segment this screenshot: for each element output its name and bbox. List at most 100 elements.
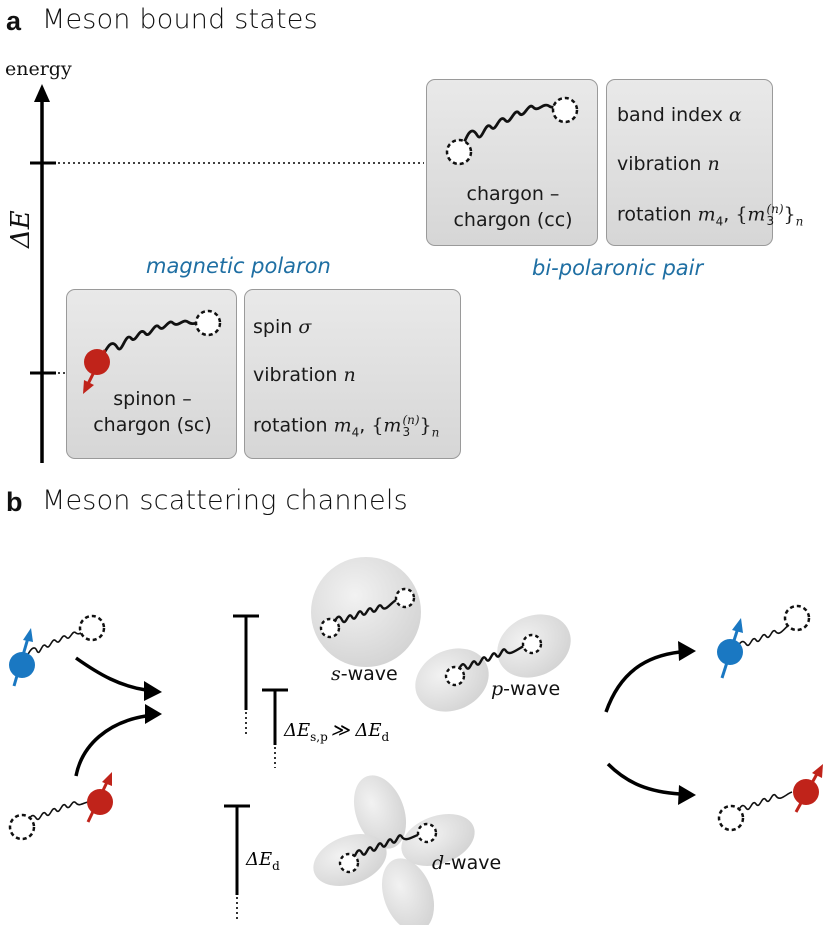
s-wave-orbital — [311, 557, 421, 667]
cc-label: chargon – chargon (cc) — [427, 181, 599, 233]
sc-label-line1: spinon – — [113, 388, 192, 410]
m-symbol: m — [697, 203, 716, 226]
energy-axis-label: energy — [5, 58, 72, 80]
sub-d: d — [382, 730, 390, 744]
band-index-text: band index — [617, 104, 723, 126]
gap-d-label: ΔEd — [245, 849, 280, 873]
sc-rotation: rotation m4, {m(n)3}n — [253, 414, 439, 439]
incoming-blue-meson — [9, 614, 106, 687]
delta-e-label: ΔE — [6, 210, 36, 248]
alpha-symbol: α — [728, 104, 742, 126]
sc-meson-box: spinon – chargon (sc) — [66, 289, 237, 459]
d-symbol: d — [432, 852, 445, 874]
wave-suffix: -wave — [340, 663, 398, 685]
outgoing-wavy-string — [735, 791, 793, 816]
sub-4: 4 — [715, 214, 724, 229]
spin-arrowhead — [23, 628, 33, 642]
comma: , — [723, 203, 730, 226]
sup-n: (n) — [766, 202, 784, 216]
cc-label-line2: chargon (cc) — [453, 209, 573, 231]
left-brace: { — [371, 414, 384, 437]
sp-energy-markers — [233, 614, 288, 768]
chargon-hole-icon — [783, 604, 811, 632]
spin-arrowhead — [102, 772, 112, 786]
chargon-hole-icon — [445, 138, 473, 166]
sc-meson-diagram — [83, 309, 222, 394]
sc-properties-box: spin σ vibration n rotation m4, {m(n)3}n — [244, 289, 461, 459]
outgoing-arrow-bottom — [606, 762, 681, 796]
magnetic-polaron-label: magnetic polaron — [146, 254, 331, 278]
incoming-wavy-string — [25, 627, 89, 659]
vibration-text: vibration — [253, 364, 338, 386]
cc-meson-diagram — [445, 96, 579, 166]
left-brace: { — [735, 203, 748, 226]
scattering-diagram: ΔEs,p≫ ΔEd ΔEd — [8, 557, 823, 925]
vibration-text: vibration — [617, 153, 702, 175]
incoming-wavy-string — [25, 800, 93, 825]
spinon-red-icon — [793, 779, 819, 805]
comma: , — [359, 414, 366, 437]
wave-suffix: -wave — [444, 852, 502, 874]
d-wave-label: d-wave — [432, 852, 501, 874]
sc-label: spinon – chargon (sc) — [67, 386, 238, 438]
m-symbol: m — [747, 203, 766, 226]
sup-n: (n) — [402, 413, 420, 427]
sub-3: 3 — [402, 425, 411, 439]
incoming-red-meson — [8, 772, 113, 841]
incoming-arrow-bottom — [74, 714, 147, 777]
sub-n: n — [431, 425, 440, 440]
cc-vibration: vibration n — [617, 153, 720, 175]
delta-e-sp: ΔE — [283, 720, 310, 741]
panel-b-title: Meson scattering channels — [42, 485, 408, 516]
s-wave-label: s-wave — [331, 663, 398, 685]
incoming-arrow-top — [74, 656, 147, 692]
d-energy-markers — [224, 804, 250, 920]
cc-rotation: rotation m4, {m(n)3}n — [617, 203, 803, 228]
outgoing-wavy-string — [733, 619, 795, 651]
wave-suffix: -wave — [503, 678, 561, 700]
n-symbol: n — [343, 364, 356, 386]
s-symbol: s — [331, 663, 341, 685]
p-wave-orbital — [415, 614, 571, 712]
panel-a-title: Meson bound states — [42, 4, 318, 35]
spinon-blue-icon — [717, 639, 743, 665]
n-symbol: n — [707, 153, 720, 175]
chargon-hole-icon — [194, 309, 222, 337]
rotation-text: rotation — [617, 203, 692, 226]
panel-b-letter: b — [6, 487, 23, 517]
right-brace: } — [419, 414, 432, 437]
sc-wavy-string — [97, 319, 207, 363]
delta-e-d: ΔE — [245, 849, 272, 870]
outgoing-arrow-top — [604, 650, 681, 713]
spinon-red-icon — [84, 349, 110, 375]
spin-arrowhead — [732, 618, 743, 633]
d-wave-orbital — [313, 775, 475, 925]
chargon-hole-icon — [78, 614, 106, 642]
energy-axis-diagram — [30, 84, 424, 463]
p-wave-label: p-wave — [491, 678, 560, 700]
cc-label-line1: chargon – — [466, 183, 560, 205]
spinon-blue-icon — [9, 652, 35, 678]
spin-text: spin — [253, 316, 293, 338]
outgoing-red-meson — [717, 764, 823, 832]
sc-label-line2: chargon (sc) — [93, 414, 212, 436]
m-symbol: m — [383, 414, 402, 437]
sc-spin: spin σ — [253, 316, 311, 338]
chargon-hole-icon — [551, 96, 579, 124]
arrowhead — [678, 641, 696, 661]
chargon-hole-icon — [8, 813, 36, 841]
cc-band-index: band index α — [617, 104, 742, 126]
sub-3: 3 — [766, 214, 775, 228]
right-brace: } — [783, 203, 796, 226]
gap-sp-label: ΔEs,p≫ ΔEd — [283, 720, 390, 744]
arrowhead — [678, 785, 696, 805]
arrowhead — [145, 704, 162, 724]
sub-n: n — [795, 214, 804, 229]
sub-sp: s,p — [310, 730, 328, 744]
sub-4: 4 — [351, 425, 360, 440]
chargon-hole-icon — [717, 804, 745, 832]
bipolaronic-pair-label: bi-polaronic pair — [532, 256, 704, 280]
spin-arrowhead — [83, 380, 94, 394]
cc-meson-box: chargon – chargon (cc) — [426, 79, 598, 246]
cc-wavy-string — [459, 103, 563, 151]
